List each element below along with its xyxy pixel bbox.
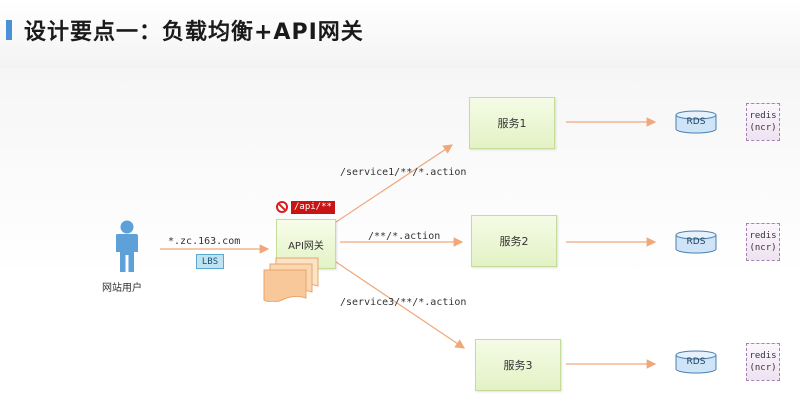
service-node-1: 服务1 (469, 97, 555, 149)
redis-cache-3: redis (ncr) (746, 343, 780, 381)
redis-sub-label: (ncr) (749, 123, 777, 133)
blocked-route: /api/** (276, 200, 335, 214)
stacked-documents-icon (263, 257, 319, 302)
rds-label: RDS (686, 357, 706, 367)
database-icon (675, 110, 717, 134)
user-label: 网站用户 (102, 283, 142, 294)
rds-db-1: RDS (674, 110, 718, 134)
redis-cache-2: redis (ncr) (746, 223, 780, 261)
arrow-gateway-to-service1 (335, 144, 453, 223)
blocked-path-label: /api/** (291, 200, 335, 214)
route-label-1: /service1/**/*.action (340, 167, 467, 178)
redis-label: redis (749, 351, 777, 361)
database-icon (675, 230, 717, 254)
service-node-2: 服务2 (471, 215, 557, 267)
rds-db-3: RDS (674, 350, 718, 374)
prohibited-icon (276, 201, 288, 213)
user-person-icon (116, 220, 138, 272)
arrow-gateway-to-service3 (335, 261, 465, 349)
service-label-1: 服务1 (497, 117, 527, 130)
redis-sub-label: (ncr) (749, 243, 777, 253)
rds-db-2: RDS (674, 230, 718, 254)
title-accent-bar (6, 20, 12, 40)
slide-title: 设计要点一：负载均衡+API网关 (24, 20, 364, 45)
service-node-3: 服务3 (475, 339, 561, 391)
redis-sub-label: (ncr) (749, 363, 777, 373)
api-gateway-label: API网关 (288, 240, 324, 252)
rds-label: RDS (686, 117, 706, 127)
redis-cache-1: redis (ncr) (746, 103, 780, 141)
domain-label: *.zc.163.com (168, 236, 241, 247)
service-label-3: 服务3 (503, 359, 533, 372)
lbs-badge: LBS (196, 254, 224, 269)
route-label-3: /service3/**/*.action (340, 297, 467, 308)
route-label-2: /**/*.action (368, 231, 441, 242)
service-label-2: 服务2 (499, 235, 529, 248)
rds-label: RDS (686, 237, 706, 247)
redis-label: redis (749, 111, 777, 121)
database-icon (675, 350, 717, 374)
slide-header: 设计要点一：负载均衡+API网关 (0, 0, 800, 69)
redis-label: redis (749, 231, 777, 241)
